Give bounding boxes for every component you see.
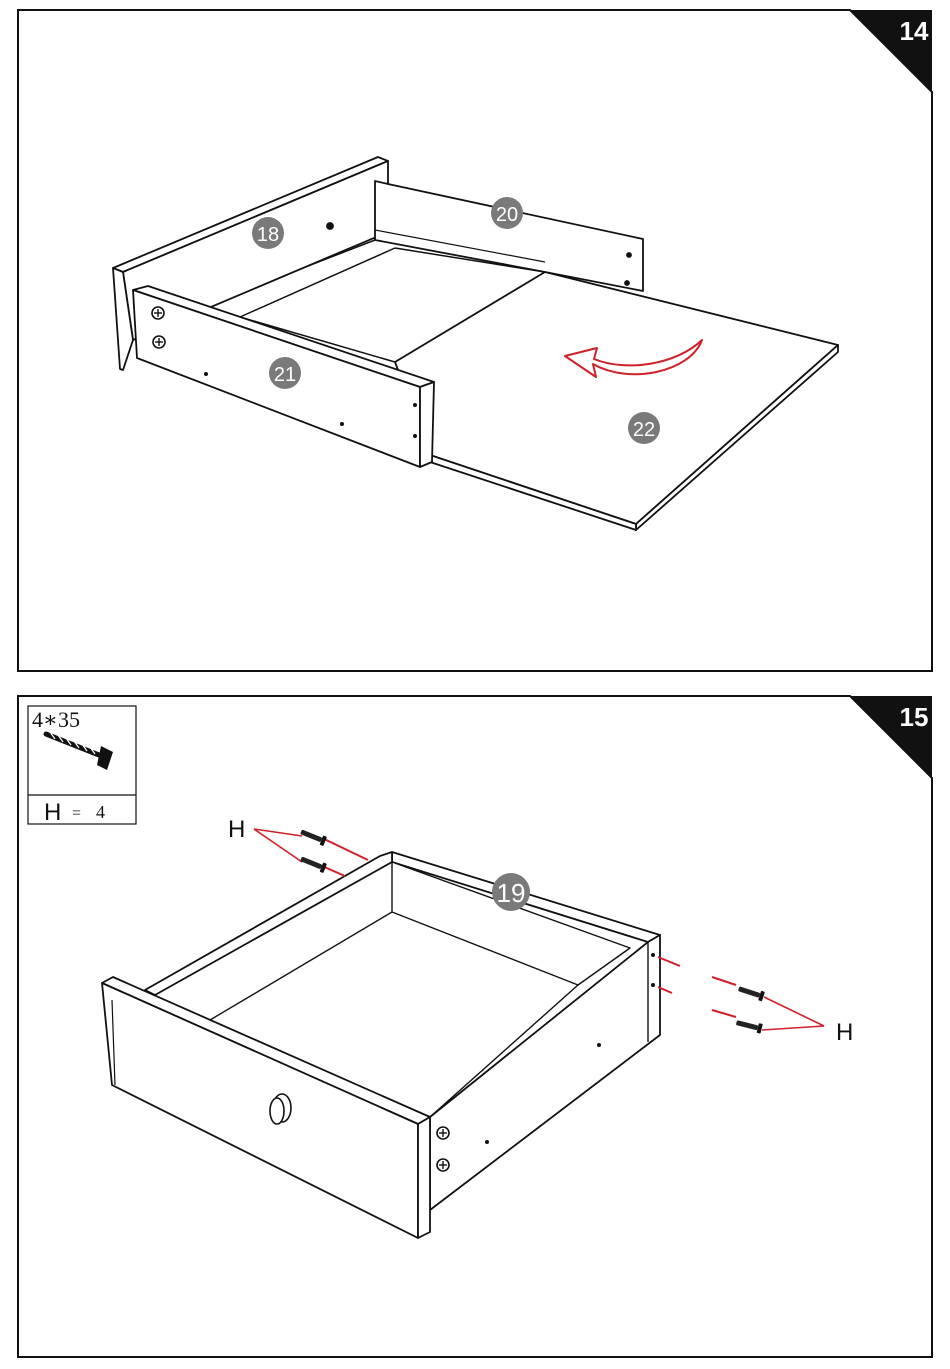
svg-text:18: 18	[257, 224, 279, 246]
cam-bolt-icon	[152, 307, 164, 319]
screw-size-label: 4∗35	[32, 707, 80, 732]
svg-text:21: 21	[274, 364, 296, 386]
svg-text:22: 22	[633, 419, 655, 441]
hardware-label-left: H	[228, 816, 245, 843]
cam-bolt-icon	[437, 1159, 449, 1171]
equals-sign: =	[72, 805, 81, 822]
part-badge-20: 20	[491, 197, 523, 229]
svg-text:19: 19	[497, 878, 526, 908]
cam-bolt-icon	[437, 1127, 449, 1139]
hardware-letter: H	[44, 799, 61, 826]
part-badge-22: 22	[628, 412, 660, 444]
svg-text:20: 20	[496, 204, 518, 226]
hardware-qty: 4	[96, 802, 105, 822]
hardware-label-right: H	[836, 1019, 853, 1046]
step-number: 15	[900, 702, 929, 732]
part-badge-21: 21	[269, 357, 301, 389]
step-14-panel: 14	[18, 10, 932, 671]
cam-bolt-icon	[153, 336, 165, 348]
part-badge-18: 18	[252, 217, 284, 249]
step-15-panel: 15 4∗35 H = 4	[18, 696, 932, 1357]
step-number: 14	[900, 16, 929, 46]
hardware-legend: 4∗35 H = 4	[28, 706, 136, 826]
part-badge-19: 19	[492, 873, 530, 911]
